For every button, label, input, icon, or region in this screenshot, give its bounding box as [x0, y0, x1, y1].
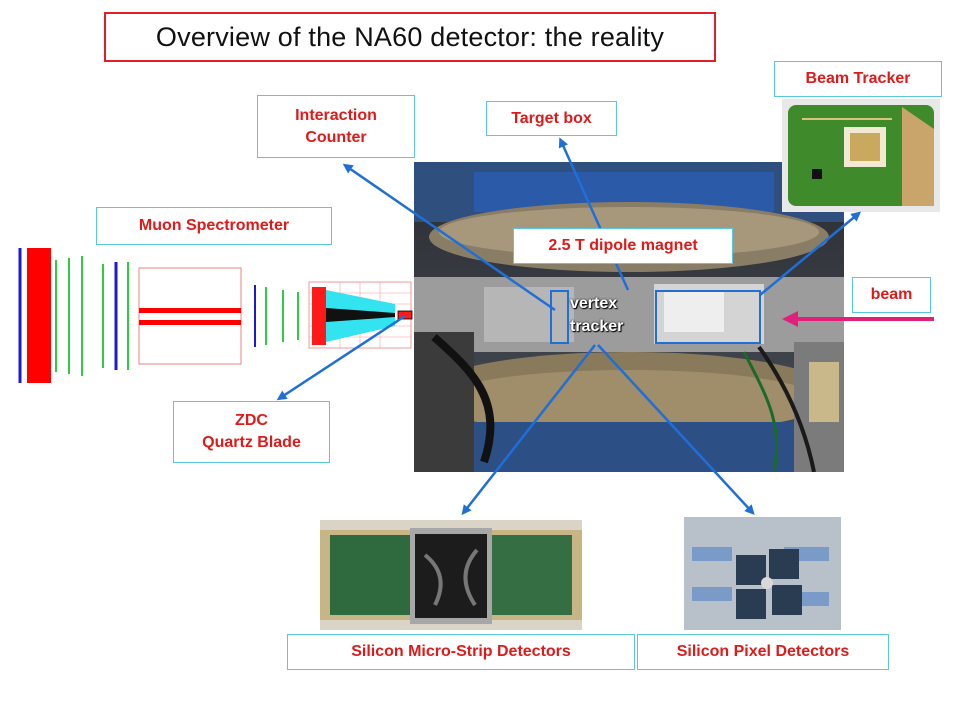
beam-tracker-text: Beam Tracker	[805, 70, 911, 88]
arrow-icon	[461, 344, 596, 516]
pixel-photo	[684, 517, 841, 630]
arrow-icon	[276, 314, 406, 401]
toroid-bar	[139, 320, 241, 325]
beam-text: beam	[870, 286, 913, 304]
muon-wall	[27, 248, 51, 383]
target-box-text: Target box	[511, 109, 592, 127]
page-title: Overview of the NA60 detector: the reali…	[104, 12, 716, 62]
arrow-icon	[558, 137, 630, 291]
zdc-line2: Quartz Blade	[202, 434, 301, 451]
vertex-text: vertex	[570, 295, 618, 312]
target-region-box	[655, 290, 761, 344]
arrow-icon	[342, 163, 556, 312]
interaction-counter-label: Interaction Counter	[257, 95, 415, 158]
vertex-tracker-label: vertex tracker	[570, 292, 623, 338]
title-text: Overview of the NA60 detector: the reali…	[155, 21, 665, 52]
pixel-label: Silicon Pixel Detectors	[637, 634, 889, 670]
toroid-box	[138, 267, 242, 365]
arrow-icon	[759, 211, 862, 296]
toroid-bar	[139, 308, 241, 313]
microstrip-photo	[320, 520, 582, 630]
arrow-icon	[597, 344, 755, 515]
zdc-label: ZDC Quartz Blade	[173, 401, 330, 463]
interaction-counter-line1: Interaction	[295, 106, 377, 124]
beam-label: beam	[852, 277, 931, 313]
pixel-text: Silicon Pixel Detectors	[676, 643, 850, 661]
microstrip-text: Silicon Micro-Strip Detectors	[351, 643, 571, 661]
microstrip-label: Silicon Micro-Strip Detectors	[287, 634, 635, 670]
dipole-magnet-label: 2.5 T dipole magnet	[513, 228, 733, 264]
zdc-line1: ZDC	[235, 412, 268, 430]
vertex-box	[550, 290, 569, 344]
dipole-magnet-text: 2.5 T dipole magnet	[548, 237, 698, 255]
beam-tracker-label: Beam Tracker	[774, 61, 942, 97]
tracker-text: tracker	[570, 318, 624, 336]
target-box-label: Target box	[486, 101, 617, 136]
hadron-absorber	[308, 281, 413, 349]
interaction-counter-line2: Counter	[305, 128, 367, 146]
muon-spectrometer-text: Muon Spectrometer	[138, 217, 290, 235]
beam-tracker-photo	[782, 99, 940, 212]
muon-spectrometer-label: Muon Spectrometer	[96, 207, 332, 245]
